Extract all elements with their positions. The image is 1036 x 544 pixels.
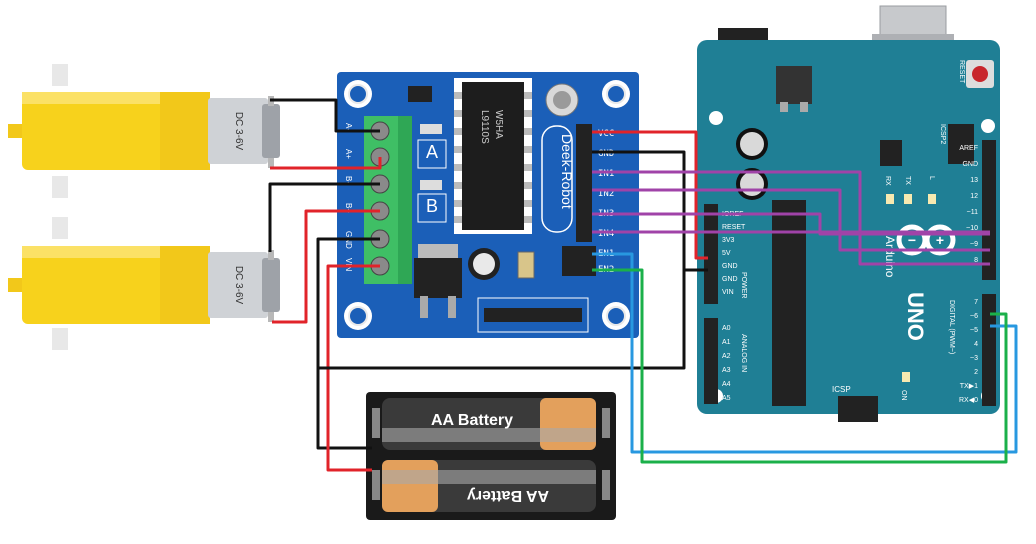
terminal-label-3: B+	[344, 203, 353, 213]
motor-top: DC 3-6V	[8, 64, 280, 198]
wire-en1	[592, 252, 1018, 454]
battery-holder: AA Battery AA Battery	[366, 392, 616, 520]
power-pin-label-2: 3V3	[722, 237, 735, 244]
analog-label: ANALOG IN	[740, 334, 747, 372]
wire-in3	[592, 212, 990, 236]
digital-bottom-label-1: ~6	[970, 313, 978, 320]
digital-top-label-2: 13	[970, 177, 978, 184]
header-pin-label-5: IN4	[598, 229, 614, 239]
digital-top-label-6: ~9	[970, 241, 978, 248]
terminal-label-1: A+	[344, 149, 353, 159]
power-label: POWER	[740, 272, 747, 298]
chip-text-2: W5HA	[493, 110, 504, 139]
digital-top-label-3: 12	[970, 193, 978, 200]
header-pin-label-3: IN2	[598, 189, 614, 199]
arduino-brand: Arduino	[883, 236, 897, 278]
wire-in2	[592, 188, 990, 252]
digital-label: DIGITAL (PWM~)	[948, 300, 955, 354]
power-pin-label-4: GND	[722, 263, 738, 270]
wire-motor-a-black	[270, 98, 380, 133]
analog-pin-label-4: A4	[722, 381, 731, 388]
on-label: ON	[900, 390, 907, 401]
svg-text:−: −	[908, 232, 916, 248]
wires	[268, 98, 1018, 472]
wire-in1	[592, 170, 990, 266]
wire-en2	[592, 268, 1008, 464]
icsp2-label: ICSP2	[939, 124, 946, 144]
power-pin-label-6: VIN	[722, 289, 734, 296]
analog-pin-label-1: A1	[722, 339, 731, 346]
header-pin-label-1: GND	[598, 149, 614, 159]
reset-label: RESET	[958, 60, 965, 84]
chip-pins	[454, 92, 532, 223]
led-label-rx: RX	[884, 176, 891, 186]
battery-bottom-label: AA Battery	[467, 487, 549, 504]
digital-top-label-5: ~10	[966, 225, 978, 232]
digital-top-label-4: ~11	[967, 209, 978, 216]
digital-bottom-label-7: RX◀0	[959, 397, 978, 404]
power-pin-label-1: RESET	[722, 224, 746, 231]
wire-motor-a-red	[270, 157, 382, 170]
power-pin-label-5: GND	[722, 276, 738, 283]
analog-pin-label-5: A5	[722, 395, 731, 402]
digital-top-label-1: GND	[962, 161, 978, 168]
digital-bottom-label-4: ~3	[970, 355, 978, 362]
digital-bottom-label-6: TX▶1	[960, 383, 978, 390]
power-pin-label-3: 5V	[722, 250, 731, 257]
digital-top-label-7: 8	[974, 257, 978, 264]
channel-a-label: A	[426, 142, 438, 162]
wire-motor-b-red	[272, 209, 380, 324]
analog-pin-label-2: A2	[722, 353, 731, 360]
led-label-tx: TX	[904, 176, 911, 185]
analog-pin-label-3: A3	[722, 367, 731, 374]
wire-battery-gnd	[316, 237, 380, 450]
driver-brand: Deek-Robot	[559, 134, 575, 209]
header-pin-label-2: IN1	[598, 169, 614, 179]
arduino-model: UNO	[903, 292, 928, 341]
motor-top-label: DC 3-6V	[233, 112, 244, 151]
chip-text-1: L9110S	[479, 110, 490, 144]
wire-gnd-common	[318, 268, 708, 370]
arduino-uno: RESET ICSP2 RX TX L − + Arduino UNO ICSP	[697, 5, 1000, 422]
wire-motor-b-black	[268, 182, 380, 252]
channel-b-label: B	[426, 196, 438, 216]
wire-vcc-5v	[592, 130, 708, 260]
motor-bottom-label: DC 3-6V	[233, 266, 244, 305]
header-pin-label-0: VCC	[598, 129, 614, 139]
led-label-l: L	[928, 176, 935, 180]
digital-bottom-label-5: 2	[974, 369, 978, 376]
icsp-label: ICSP	[832, 385, 851, 394]
motor-bottom: DC 3-6V	[8, 217, 280, 350]
digital-top-label-0: AREF	[959, 145, 978, 152]
terminal-label-2: B-	[344, 176, 353, 184]
analog-pin-label-0: A0	[722, 325, 731, 332]
digital-bottom-label-2: ~5	[970, 327, 978, 334]
digital-bottom-label-0: 7	[974, 299, 978, 306]
digital-bottom-label-3: 4	[974, 341, 978, 348]
svg-text:+: +	[936, 232, 944, 248]
terminal-label-0: A-	[344, 123, 353, 131]
arduino-logo: − +	[896, 224, 956, 256]
battery-top-label: AA Battery	[431, 412, 513, 429]
